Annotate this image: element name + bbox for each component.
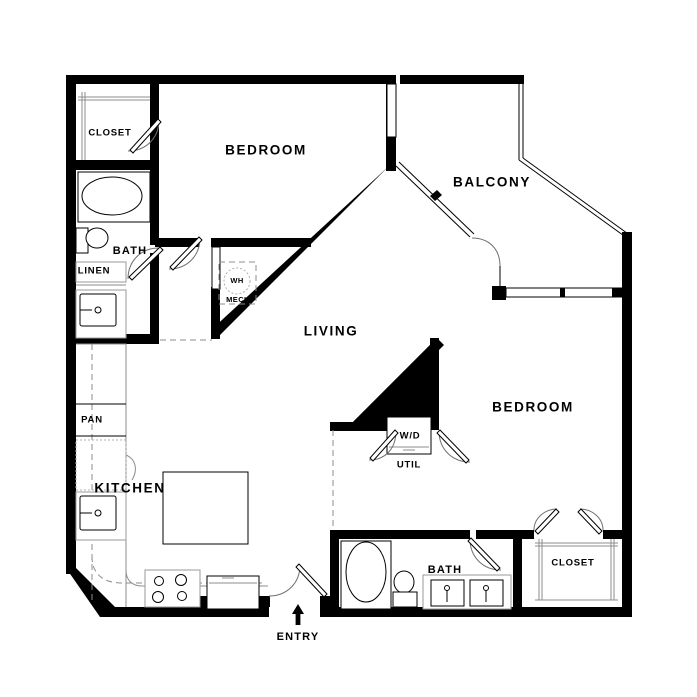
- room-label-closet-top: CLOSET: [88, 128, 131, 139]
- entry-label: ENTRY: [277, 631, 320, 643]
- bedroom-top-window: [386, 83, 397, 138]
- closet-bottom-group: [522, 508, 622, 601]
- room-label-balcony: BALCONY: [453, 175, 531, 190]
- room-label-bedroom-top: BEDROOM: [225, 143, 307, 158]
- room-label-kitchen: KITCHEN: [94, 481, 165, 496]
- room-label-living: LIVING: [304, 324, 359, 339]
- kitchen-group: [75, 343, 268, 610]
- room-label-water-heater: WH: [230, 276, 243, 285]
- room-label-bedroom-right: BEDROOM: [492, 400, 574, 415]
- living-diagonal-walls: [155, 159, 444, 431]
- entry-door-group: [268, 563, 328, 598]
- room-label-closet-bottom: CLOSET: [551, 558, 594, 569]
- room-labels: BEDROOM BEDROOM LIVING BALCONY KITCHEN B…: [78, 128, 594, 576]
- room-label-utility: UTIL: [397, 460, 421, 471]
- closet-top-group: [66, 84, 162, 170]
- room-label-bath-bottom: BATH: [428, 564, 463, 576]
- balcony-lower-wall: [492, 286, 623, 300]
- room-label-bath-left: BATH: [113, 245, 148, 257]
- utility-group: [332, 416, 471, 530]
- bath-left-group: [66, 170, 164, 344]
- room-label-mechanical: MECH: [226, 295, 250, 304]
- room-label-linen: LINEN: [78, 266, 111, 277]
- bath-bottom-group: [330, 530, 522, 617]
- room-label-washer-dryer: W/D: [400, 431, 421, 442]
- entry-indicator: ENTRY: [277, 604, 320, 643]
- entry-arrow-icon: [292, 604, 304, 625]
- balcony-enclosure: [395, 84, 632, 290]
- room-label-pantry: PAN: [81, 415, 103, 426]
- mech-closet-group: [160, 236, 257, 341]
